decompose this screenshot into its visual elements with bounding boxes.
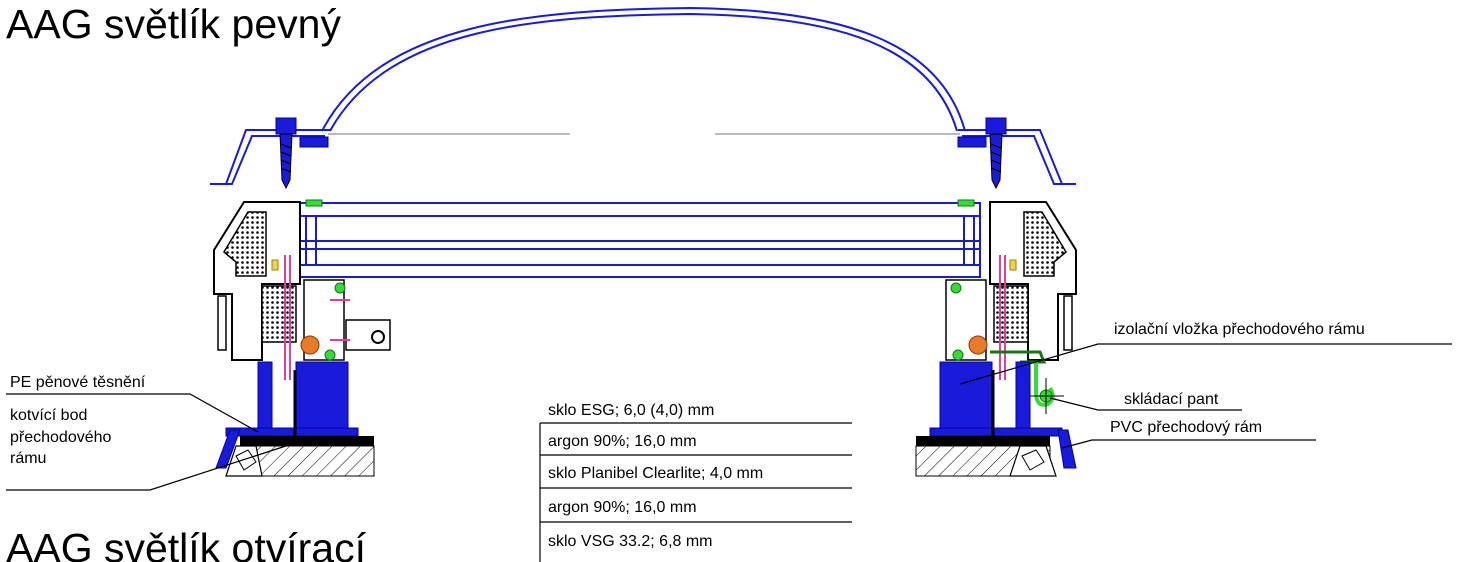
- glass-layer-legend: sklo ESG; 6,0 (4,0) mm argon 90%; 16,0 m…: [539, 402, 852, 562]
- dome-screw-right: [957, 117, 1007, 190]
- label-pvc-frame: PVC přechodový rám: [1110, 419, 1262, 436]
- frame-profile-right: [945, 201, 1077, 414]
- leader-insulation-insert: [959, 343, 1452, 385]
- frame-profile-left: [213, 201, 391, 380]
- glass-layer-2: argon 90%; 16,0 mm: [548, 433, 697, 450]
- glass-layer-3: sklo Planibel Clearlite; 4,0 mm: [548, 465, 763, 482]
- label-anchor-line1: kotvící bod: [10, 407, 87, 424]
- dome-cupola: [321, 6, 966, 132]
- roof-base-left: [225, 445, 375, 477]
- pvc-transition-frame-left: [215, 361, 374, 469]
- glazing-unit: [299, 199, 981, 278]
- leader-pvc-frame: [1061, 439, 1316, 449]
- label-anchor-line3: rámu: [10, 450, 46, 467]
- glass-layer-5: sklo VSG 33.2; 6,8 mm: [548, 533, 713, 550]
- roof-base-right: [915, 445, 1057, 477]
- leader-anchor-point: [6, 443, 293, 491]
- label-insulation-insert: izolační vložka přechodového rámu: [1114, 321, 1365, 338]
- label-pe-seal: PE pěnové těsnění: [10, 374, 146, 391]
- title-opening-skylight: AAG světlík otvírací: [6, 525, 367, 562]
- label-anchor-line2: přechodového: [10, 429, 112, 446]
- title-fixed-skylight: AAG světlík pevný: [6, 1, 341, 47]
- dome-screw-left: [275, 117, 329, 190]
- glass-layer-1: sklo ESG; 6,0 (4,0) mm: [548, 402, 714, 419]
- glass-layer-4: argon 90%; 16,0 mm: [548, 499, 697, 516]
- label-folding-hinge: skládací pant: [1124, 391, 1219, 408]
- leader-folding-hinge: [1049, 397, 1242, 411]
- leader-pe-seal: [6, 393, 259, 433]
